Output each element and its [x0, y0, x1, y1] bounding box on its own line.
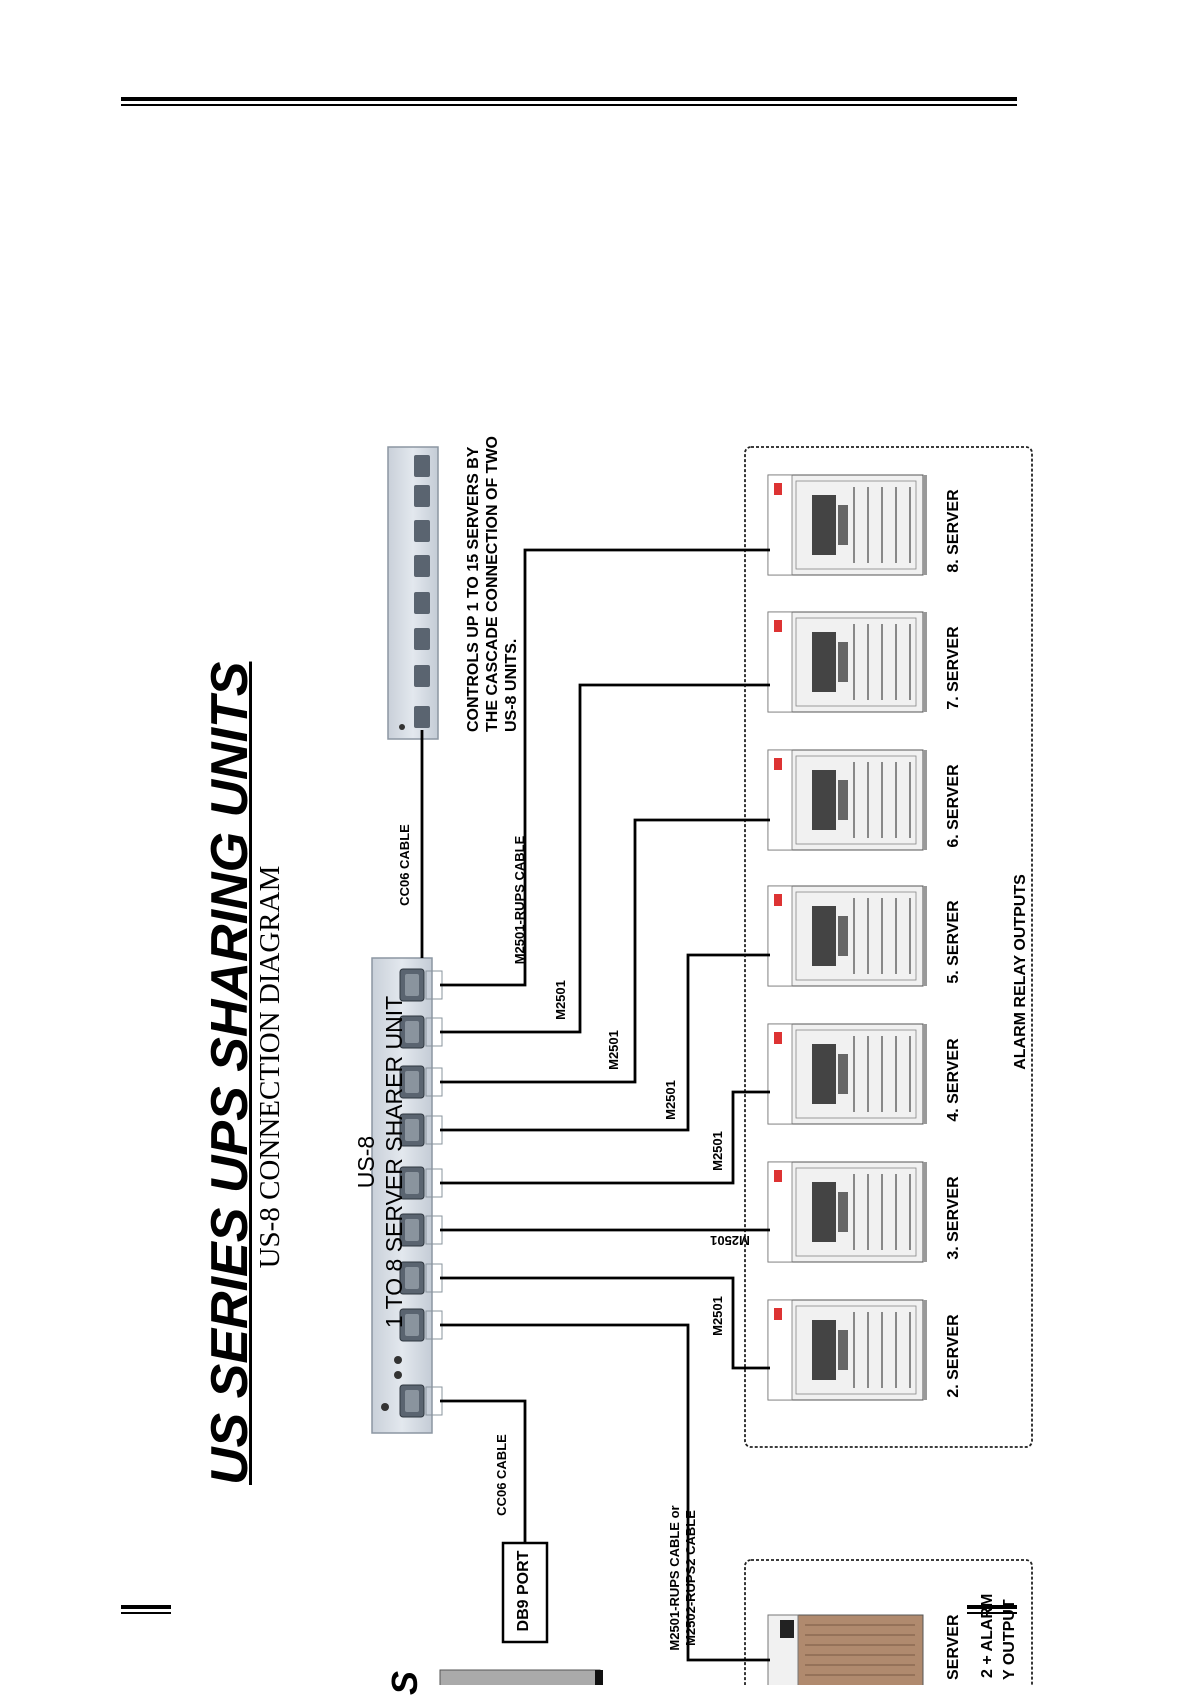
server-label-8: 8. SERVER	[945, 489, 962, 573]
us8-cascade-unit	[387, 446, 439, 740]
page-title: US SERIES UPS SHARING UNITS	[201, 661, 259, 1485]
bottom-rule-left-thick	[121, 1605, 171, 1609]
m2501-label-5: M2501	[663, 1080, 678, 1120]
us8-cascade-ports	[414, 455, 430, 728]
server-label-3: 3. SERVER	[945, 1176, 962, 1260]
m2501-label-3: M2501	[710, 1233, 750, 1248]
server-towers	[767, 474, 928, 1401]
m2501-label-6: M2501	[606, 1030, 621, 1070]
bottom-device-partial	[439, 1669, 601, 1685]
bottom-server-tower	[767, 1614, 924, 1685]
rups-cable-label: M2501-RUPS CABLE	[512, 835, 527, 965]
partial-heading-glyph: S	[384, 1670, 425, 1695]
bottom-server-label: SERVER	[945, 1614, 962, 1680]
rups-or-line-1: M2501-RUPS CABLE or	[667, 1505, 682, 1651]
rups-or-cable-label: M2501-RUPS CABLE or M2502-RUPS2 CABLE	[667, 1493, 699, 1663]
alarm-relay-label: ALARM RELAY OUTPUTS	[1012, 874, 1029, 1070]
alarm-relay-box	[744, 446, 1033, 1448]
db9-port-label: DB9 PORT	[515, 1550, 532, 1632]
db9-port-box	[501, 1541, 549, 1644]
us8-cascade-power-led	[399, 724, 405, 730]
m2501-label-7: M2501	[553, 980, 568, 1020]
bottom-server-box	[744, 1559, 1033, 1685]
bottom-rule-left-thin	[121, 1612, 171, 1614]
unit-model: US-8	[353, 1135, 379, 1189]
server-label-2: 2. SERVER	[945, 1314, 962, 1398]
rups-or-line-2: M2502-RUPS2 CABLE	[683, 1510, 698, 1646]
us8-main-power-led	[381, 1403, 389, 1411]
cascade-note: CONTROLS UP 1 TO 15 SERVERS BY THE CASCA…	[464, 392, 524, 732]
bottom-rule-right-thin	[967, 1612, 1017, 1614]
server-label-4: 4. SERVER	[945, 1038, 962, 1122]
cables	[420, 548, 770, 1662]
bottom-server-label-2: 2 + ALARM	[979, 1593, 996, 1678]
us8-main-led-1	[394, 1371, 402, 1379]
unit-label: US-8 1 TO 8 SERVER SHARER UNIT	[352, 962, 410, 1362]
us8-main-led-2	[394, 1356, 402, 1364]
page-subtitle: US-8 CONNECTION DIAGRAM	[254, 865, 286, 1269]
bottom-server-label-3: Y OUTPUT	[1001, 1599, 1018, 1680]
server-label-6: 6. SERVER	[945, 764, 962, 848]
server-label-7: 7. SERVER	[945, 626, 962, 710]
top-rule-thin	[121, 104, 1017, 106]
cascade-note-line-2: THE CASCADE CONNECTION OF TWO	[484, 436, 501, 732]
server-label-5: 5. SERVER	[945, 900, 962, 984]
m2501-label-4: M2501	[710, 1131, 725, 1171]
top-rule-thick	[121, 97, 1017, 101]
m2501-label-2: M2501	[710, 1296, 725, 1336]
bottom-rule-right-thick	[967, 1605, 1017, 1609]
cc06-cable-bottom-label: CC06 CABLE	[494, 1434, 509, 1516]
unit-description: 1 TO 8 SERVER SHARER UNIT	[381, 995, 407, 1329]
cascade-note-line-1: CONTROLS UP 1 TO 15 SERVERS BY	[465, 446, 482, 732]
cascade-note-line-3: US-8 UNITS.	[503, 638, 520, 732]
cc06-cable-top-label: CC06 CABLE	[397, 824, 412, 906]
